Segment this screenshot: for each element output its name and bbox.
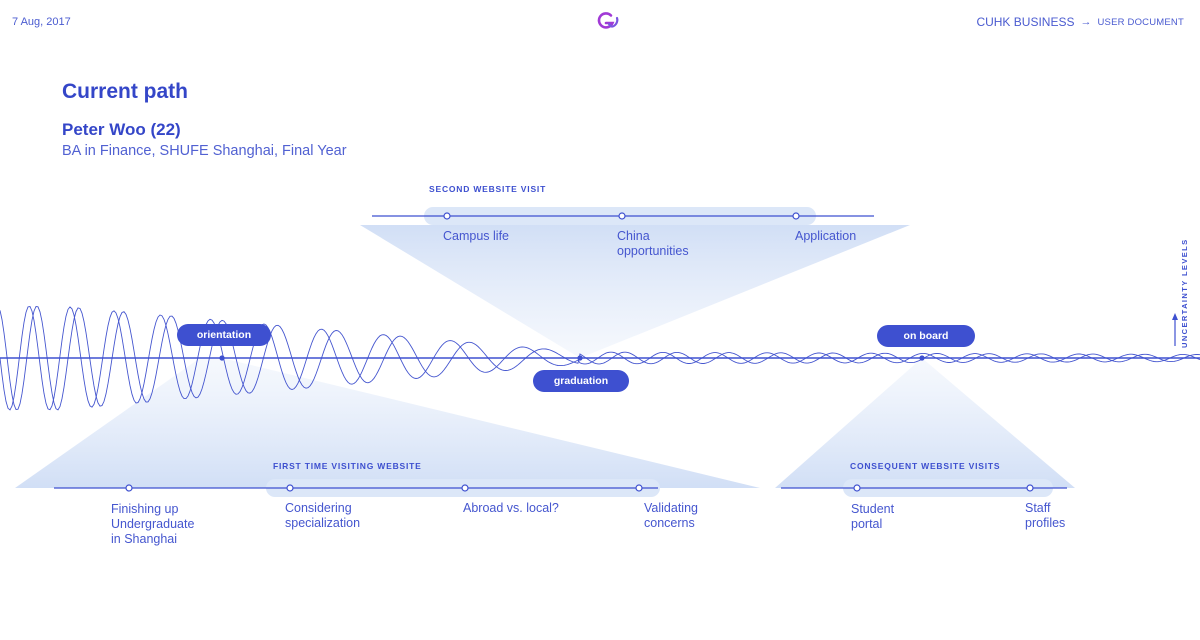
second-visit-fan <box>360 225 910 358</box>
arrow-up-icon <box>1172 313 1178 320</box>
graduation-dot <box>577 355 583 361</box>
arrow-right-icon: → <box>1080 16 1092 28</box>
uncertainty-wave-a <box>0 305 1200 411</box>
china-opportunities-node[interactable] <box>618 212 626 220</box>
application-label: Application <box>795 229 857 243</box>
uncertainty-axis-label: UNCERTAINTY LEVELS <box>1180 238 1189 348</box>
document-date: 7 Aug, 2017 <box>12 16 71 28</box>
orientation-dot <box>219 355 225 361</box>
staff-profiles-node[interactable] <box>1026 484 1034 492</box>
header-breadcrumb: CUHK BUSINESS → USER DOCUMENT <box>976 15 1184 29</box>
brand-link[interactable]: CUHK BUSINESS <box>976 15 1075 29</box>
application-node[interactable] <box>792 212 800 220</box>
first-visit-heading: FIRST TIME VISITING WEBSITE <box>273 461 422 471</box>
china-opportunities-label: China opportunities <box>617 229 689 258</box>
validating-concerns-node[interactable] <box>635 484 643 492</box>
considering-specialization-label: Considering specialization <box>285 501 361 530</box>
graduation-milestone[interactable]: graduation <box>533 370 629 392</box>
validating-concerns-label: Validating concerns <box>644 501 698 530</box>
second-visit-heading: SECOND WEBSITE VISIT <box>429 184 547 194</box>
abroad-vs-local-label: Abroad vs. local? <box>463 501 559 515</box>
finishing-up-node[interactable] <box>125 484 133 492</box>
abroad-vs-local-node[interactable] <box>461 484 469 492</box>
staff-profiles-label: Staff profiles <box>1025 501 1066 530</box>
campus-life-node[interactable] <box>443 212 451 220</box>
on-board-dot <box>919 355 925 361</box>
orientation-milestone[interactable]: orientation <box>177 324 271 346</box>
student-portal-label: Student portal <box>851 502 895 531</box>
on-board-milestone[interactable]: on board <box>877 325 975 347</box>
uncertainty-wave-b <box>0 306 1200 411</box>
section-link[interactable]: USER DOCUMENT <box>1097 16 1184 28</box>
considering-specialization-node[interactable] <box>286 484 294 492</box>
finishing-up-label: Finishing up Undergraduate in Shanghai <box>111 502 195 546</box>
consequent-visit-fan <box>775 358 1075 488</box>
persona-name: Peter Woo (22) <box>62 120 181 139</box>
persona-details: BA in Finance, SHUFE Shanghai, Final Yea… <box>62 143 347 159</box>
consequent-visits-heading: CONSEQUENT WEBSITE VISITS <box>850 461 1001 471</box>
g-logo-icon[interactable] <box>594 10 620 32</box>
campus-life-label: Campus life <box>443 229 509 243</box>
page-title: Current path <box>62 80 188 103</box>
student-portal-node[interactable] <box>853 484 861 492</box>
